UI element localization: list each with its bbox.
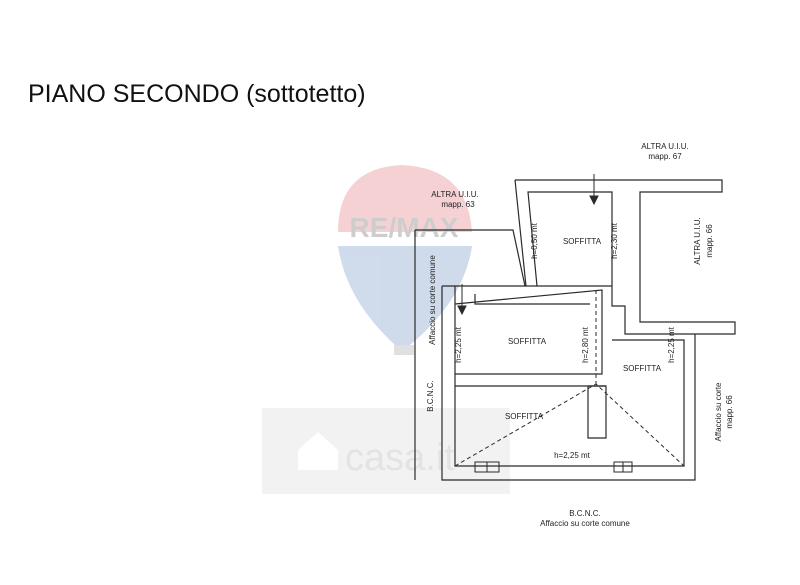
windows-bottom (474, 461, 633, 473)
label-altra-uiu-top: ALTRA U.I.U. (641, 142, 688, 151)
casa-logo-text: casa.it (345, 437, 455, 479)
label-mapp-63: mapp. 63 (441, 200, 475, 209)
room-soffitta-upper-inner (474, 294, 590, 305)
label-h-225-right: h=2,25 mt (667, 326, 676, 363)
label-soffitta-right: SOFFITTA (623, 364, 662, 373)
label-h-280: h=2,80 mt (581, 326, 590, 363)
label-h-230: h=2,30 mt (610, 222, 619, 259)
label-h-225-bottom: h=2,25 mt (554, 451, 591, 460)
remax-watermark: RE/MAX (338, 165, 472, 355)
wall-upper (515, 179, 736, 335)
wall-left-top (415, 229, 526, 287)
label-bcnc-left: B.C.N.C. (426, 380, 435, 412)
label-h-225-left: h=2,25 mt (454, 326, 463, 363)
ceiling-lines (454, 290, 685, 467)
label-mapp-66-right: mapp. 66 (705, 224, 714, 258)
label-bcnc-bottom: B.C.N.C. (569, 509, 601, 518)
label-affaccio-left: Affaccio su corte comune (428, 255, 437, 345)
casa-watermark: casa.it (262, 408, 510, 494)
label-h-050: h=0,50 mt (530, 222, 539, 259)
room-soffitta-upper (454, 289, 603, 375)
wall-main-outer (441, 286, 696, 481)
label-affaccio-right-2: mapp. 66 (725, 395, 734, 429)
label-soffitta-upper: SOFFITTA (508, 337, 547, 346)
label-soffitta-lower: SOFFITTA (505, 412, 544, 421)
label-affaccio-bottom: Affaccio su corte comune (540, 519, 630, 528)
page-title: PIANO SECONDO (sottotetto) (28, 80, 366, 108)
slope-arrows (457, 174, 599, 316)
label-soffitta-top: SOFFITTA (563, 237, 602, 246)
remax-logo-text: RE/MAX (350, 212, 459, 243)
label-mapp-67: mapp. 67 (648, 152, 682, 161)
label-altra-uiu-left: ALTRA U.I.U. (431, 190, 478, 199)
label-altra-uiu-right: ALTRA U.I.U. (693, 217, 702, 264)
label-affaccio-right-1: Affaccio su corte (714, 382, 723, 442)
